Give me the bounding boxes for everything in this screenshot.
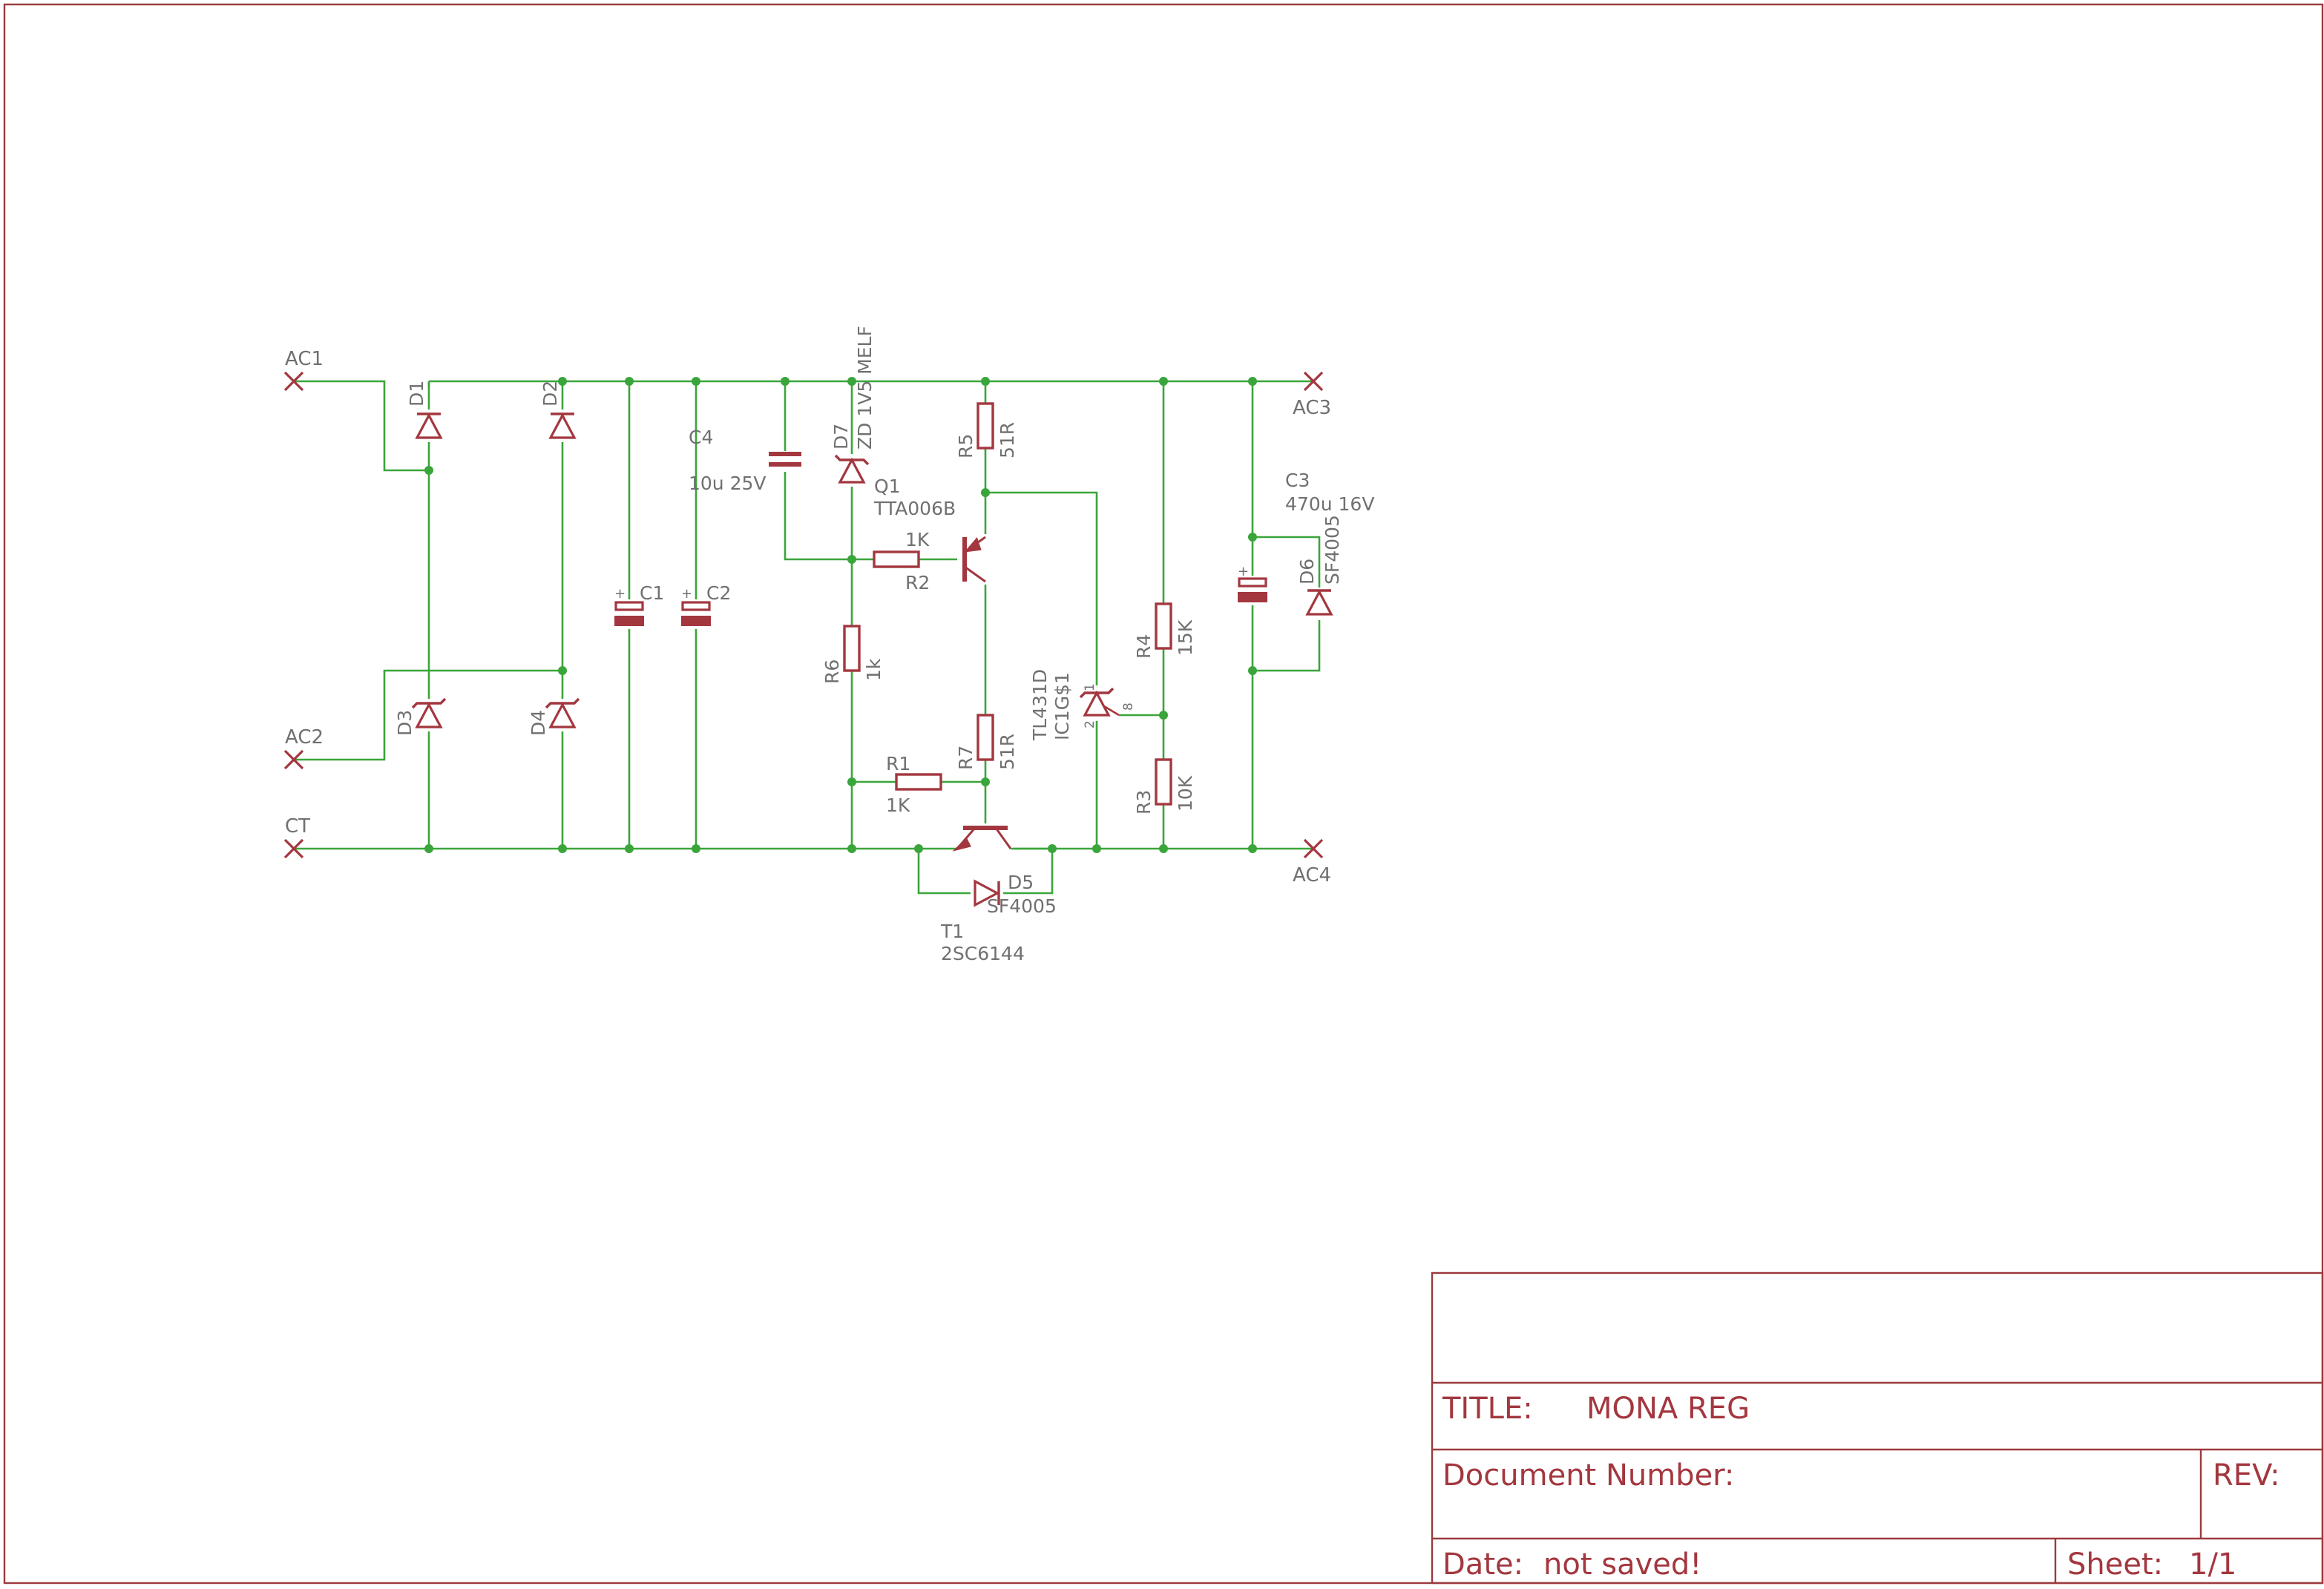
d5-ref: D5 — [1008, 872, 1034, 893]
ic1-value: TL431D — [1029, 669, 1051, 741]
ic1-pin8: 8 — [1121, 703, 1136, 711]
r5-ref: R5 — [955, 434, 976, 458]
r7-resistor-icon — [976, 714, 994, 761]
svg-text:+: + — [1238, 564, 1249, 579]
ac4-terminal-icon — [1303, 838, 1324, 859]
svg-text:+: + — [681, 586, 692, 602]
ac3-terminal-icon — [1303, 371, 1324, 392]
c2-capacitor-icon: + — [680, 586, 712, 629]
t1-ref: T1 — [940, 921, 964, 942]
net-terminals — [283, 371, 1324, 859]
ac2-terminal-icon — [283, 749, 304, 770]
net-labels: AC1 AC2 CT AC3 AC4 — [285, 348, 1331, 886]
c3-ref: C3 — [1285, 470, 1310, 491]
r7-value: 51R — [997, 734, 1018, 770]
q1-value: TTA006B — [873, 498, 956, 519]
d4-ref: D4 — [528, 710, 549, 736]
d2-ref: D2 — [539, 381, 561, 407]
junctions — [424, 377, 1257, 853]
c3-value: 470u 16V — [1285, 493, 1374, 515]
net-label-ct: CT — [285, 815, 310, 838]
d3-ref: D3 — [394, 710, 416, 736]
tl431-regulator-icon — [1079, 685, 1120, 721]
sheet-border — [3, 3, 2324, 1585]
d1-diode-icon — [415, 409, 443, 442]
r7-ref: R7 — [955, 746, 976, 770]
c1-capacitor-icon: + — [613, 586, 646, 629]
r2-resistor-icon — [873, 550, 920, 568]
r2-ref: R2 — [905, 572, 930, 593]
c3-capacitor-icon: + — [1236, 564, 1269, 605]
d6-ref: D6 — [1296, 559, 1318, 585]
r4-resistor-icon — [1155, 602, 1172, 650]
svg-text:+: + — [614, 586, 626, 602]
d4-zener-icon — [545, 697, 580, 731]
r6-resistor-icon — [843, 625, 861, 672]
d7-zener-icon — [834, 454, 870, 487]
r4-value: 15K — [1175, 619, 1196, 656]
r1-value: 1K — [886, 794, 910, 816]
c2-ref: C2 — [706, 582, 731, 604]
ic1-ref: IC1G$1 — [1051, 672, 1073, 740]
date-value: not saved! — [1543, 1547, 1701, 1582]
d2-diode-icon — [548, 409, 577, 442]
r3-value: 10K — [1175, 775, 1196, 812]
rev-label: REV: — [2213, 1458, 2280, 1493]
net-label-ac4: AC4 — [1293, 864, 1331, 886]
sheet-value: 1/1 — [2189, 1547, 2236, 1582]
c1-ref: C1 — [640, 582, 664, 604]
component-labels: D1 D2 D3 D4 C1 C2 C4 10u 25V D7 ZD 1V5 M… — [394, 326, 1374, 964]
r6-ref: R6 — [821, 659, 843, 684]
net-label-ac1: AC1 — [285, 348, 324, 370]
t1-value: 2SC6144 — [941, 943, 1025, 964]
d3-zener-icon — [411, 697, 447, 731]
r4-ref: R4 — [1133, 634, 1155, 659]
ct-terminal-icon — [283, 838, 304, 859]
r1-ref: R1 — [886, 753, 910, 774]
title-block — [1431, 1271, 2324, 1585]
d5-value: SF4005 — [987, 895, 1057, 917]
d5-diode-icon — [971, 879, 1003, 907]
r5-resistor-icon — [976, 402, 994, 450]
r5-value: 51R — [997, 422, 1018, 458]
d7-ref: D7 — [830, 424, 852, 450]
c4-capacitor-icon — [767, 451, 803, 472]
title-value: MONA REG — [1586, 1392, 1750, 1426]
t1-transistor-icon — [952, 823, 1052, 852]
title-label: TITLE: — [1442, 1392, 1533, 1426]
d7-value: ZD 1V5 MELF — [854, 326, 876, 450]
date-label: Date: — [1442, 1547, 1523, 1582]
r6-value: 1k — [863, 658, 884, 681]
r3-ref: R3 — [1133, 790, 1155, 815]
ac1-terminal-icon — [283, 371, 304, 392]
r3-resistor-icon — [1155, 758, 1172, 806]
doc-number-label: Document Number: — [1442, 1458, 1734, 1493]
c4-ref: C4 — [689, 427, 713, 448]
c4-value: 10u 25V — [689, 473, 767, 494]
ic1-pin1: 1 — [1083, 683, 1097, 691]
d6-diode-icon — [1305, 588, 1333, 620]
net-label-ac3: AC3 — [1293, 397, 1331, 419]
r1-resistor-icon — [895, 773, 942, 791]
ic1-pin2: 2 — [1083, 720, 1097, 728]
q1-ref: Q1 — [874, 476, 901, 497]
d6-value: SF4005 — [1322, 515, 1343, 585]
q1-transistor-icon — [957, 534, 990, 585]
net-label-ac2: AC2 — [285, 726, 324, 749]
sheet-label: Sheet: — [2067, 1547, 2163, 1582]
d1-ref: D1 — [406, 381, 427, 407]
r2-value: 1K — [905, 529, 930, 550]
